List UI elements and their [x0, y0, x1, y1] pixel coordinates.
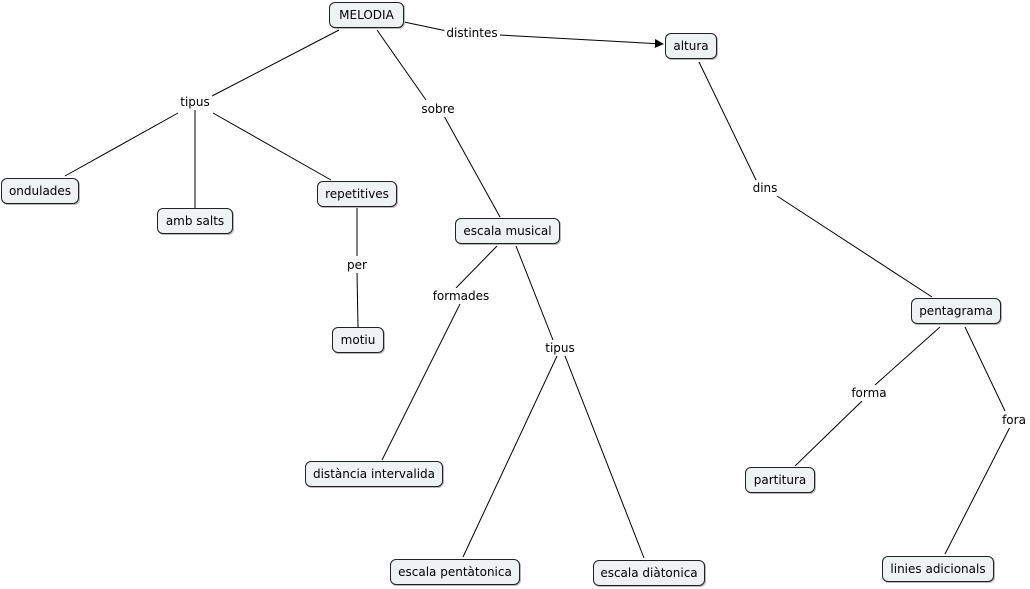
link-pentagrama-fora: [964, 326, 1006, 412]
node-escala-musical[interactable]: escala musical: [455, 218, 560, 244]
label-fora: fora: [1000, 412, 1028, 428]
link-tipus-repetitives: [212, 112, 332, 181]
link-per-motiu: [356, 271, 359, 328]
link-tipus-ondulades: [64, 112, 179, 177]
link-altura-dins: [698, 61, 757, 181]
label-tipus-melodia: tipus: [178, 94, 212, 110]
link-tipus-pentatonica: [462, 355, 558, 558]
node-repetitives[interactable]: repetitives: [317, 181, 397, 207]
node-altura[interactable]: altura: [665, 33, 717, 59]
link-formades-distancia: [381, 303, 461, 461]
link-melodia-distintes: [403, 21, 448, 32]
link-escala-formades: [455, 245, 498, 289]
node-escala-diatonica[interactable]: escala diàtonica: [593, 560, 705, 586]
node-ondulades[interactable]: ondulades: [1, 178, 79, 204]
link-pentagrama-forma: [874, 326, 941, 386]
label-per: per: [345, 257, 369, 273]
link-forma-partitura: [794, 400, 863, 467]
label-tipus-escala: tipus: [543, 340, 577, 356]
node-melodia[interactable]: MELODIA: [329, 2, 404, 28]
node-motiu[interactable]: motiu: [332, 327, 384, 353]
link-tipus-diatonica: [564, 355, 645, 559]
node-partitura[interactable]: partitura: [745, 467, 815, 493]
label-distintes: distintes: [444, 25, 500, 41]
link-fora-linies: [944, 426, 1011, 555]
link-melodia-tipus: [211, 29, 340, 97]
node-amb-salts[interactable]: amb salts: [157, 208, 233, 234]
node-pentagrama[interactable]: pentagrama: [911, 298, 1001, 324]
node-linies-adicionals[interactable]: linies adicionals: [882, 556, 994, 582]
link-melodia-sobre: [376, 29, 427, 101]
label-formades: formades: [430, 288, 492, 304]
node-distancia-intervalida[interactable]: distància intervalida: [305, 461, 443, 487]
label-sobre: sobre: [419, 101, 457, 117]
label-dins: dins: [750, 180, 780, 196]
node-escala-pentatonica[interactable]: escala pentàtonica: [390, 559, 520, 585]
link-sobre-escala-musical: [443, 115, 501, 218]
link-distintes-altura: [499, 34, 664, 49]
link-escala-tipus: [515, 245, 554, 341]
link-dins-pentagrama: [776, 195, 933, 298]
label-forma: forma: [849, 385, 889, 401]
